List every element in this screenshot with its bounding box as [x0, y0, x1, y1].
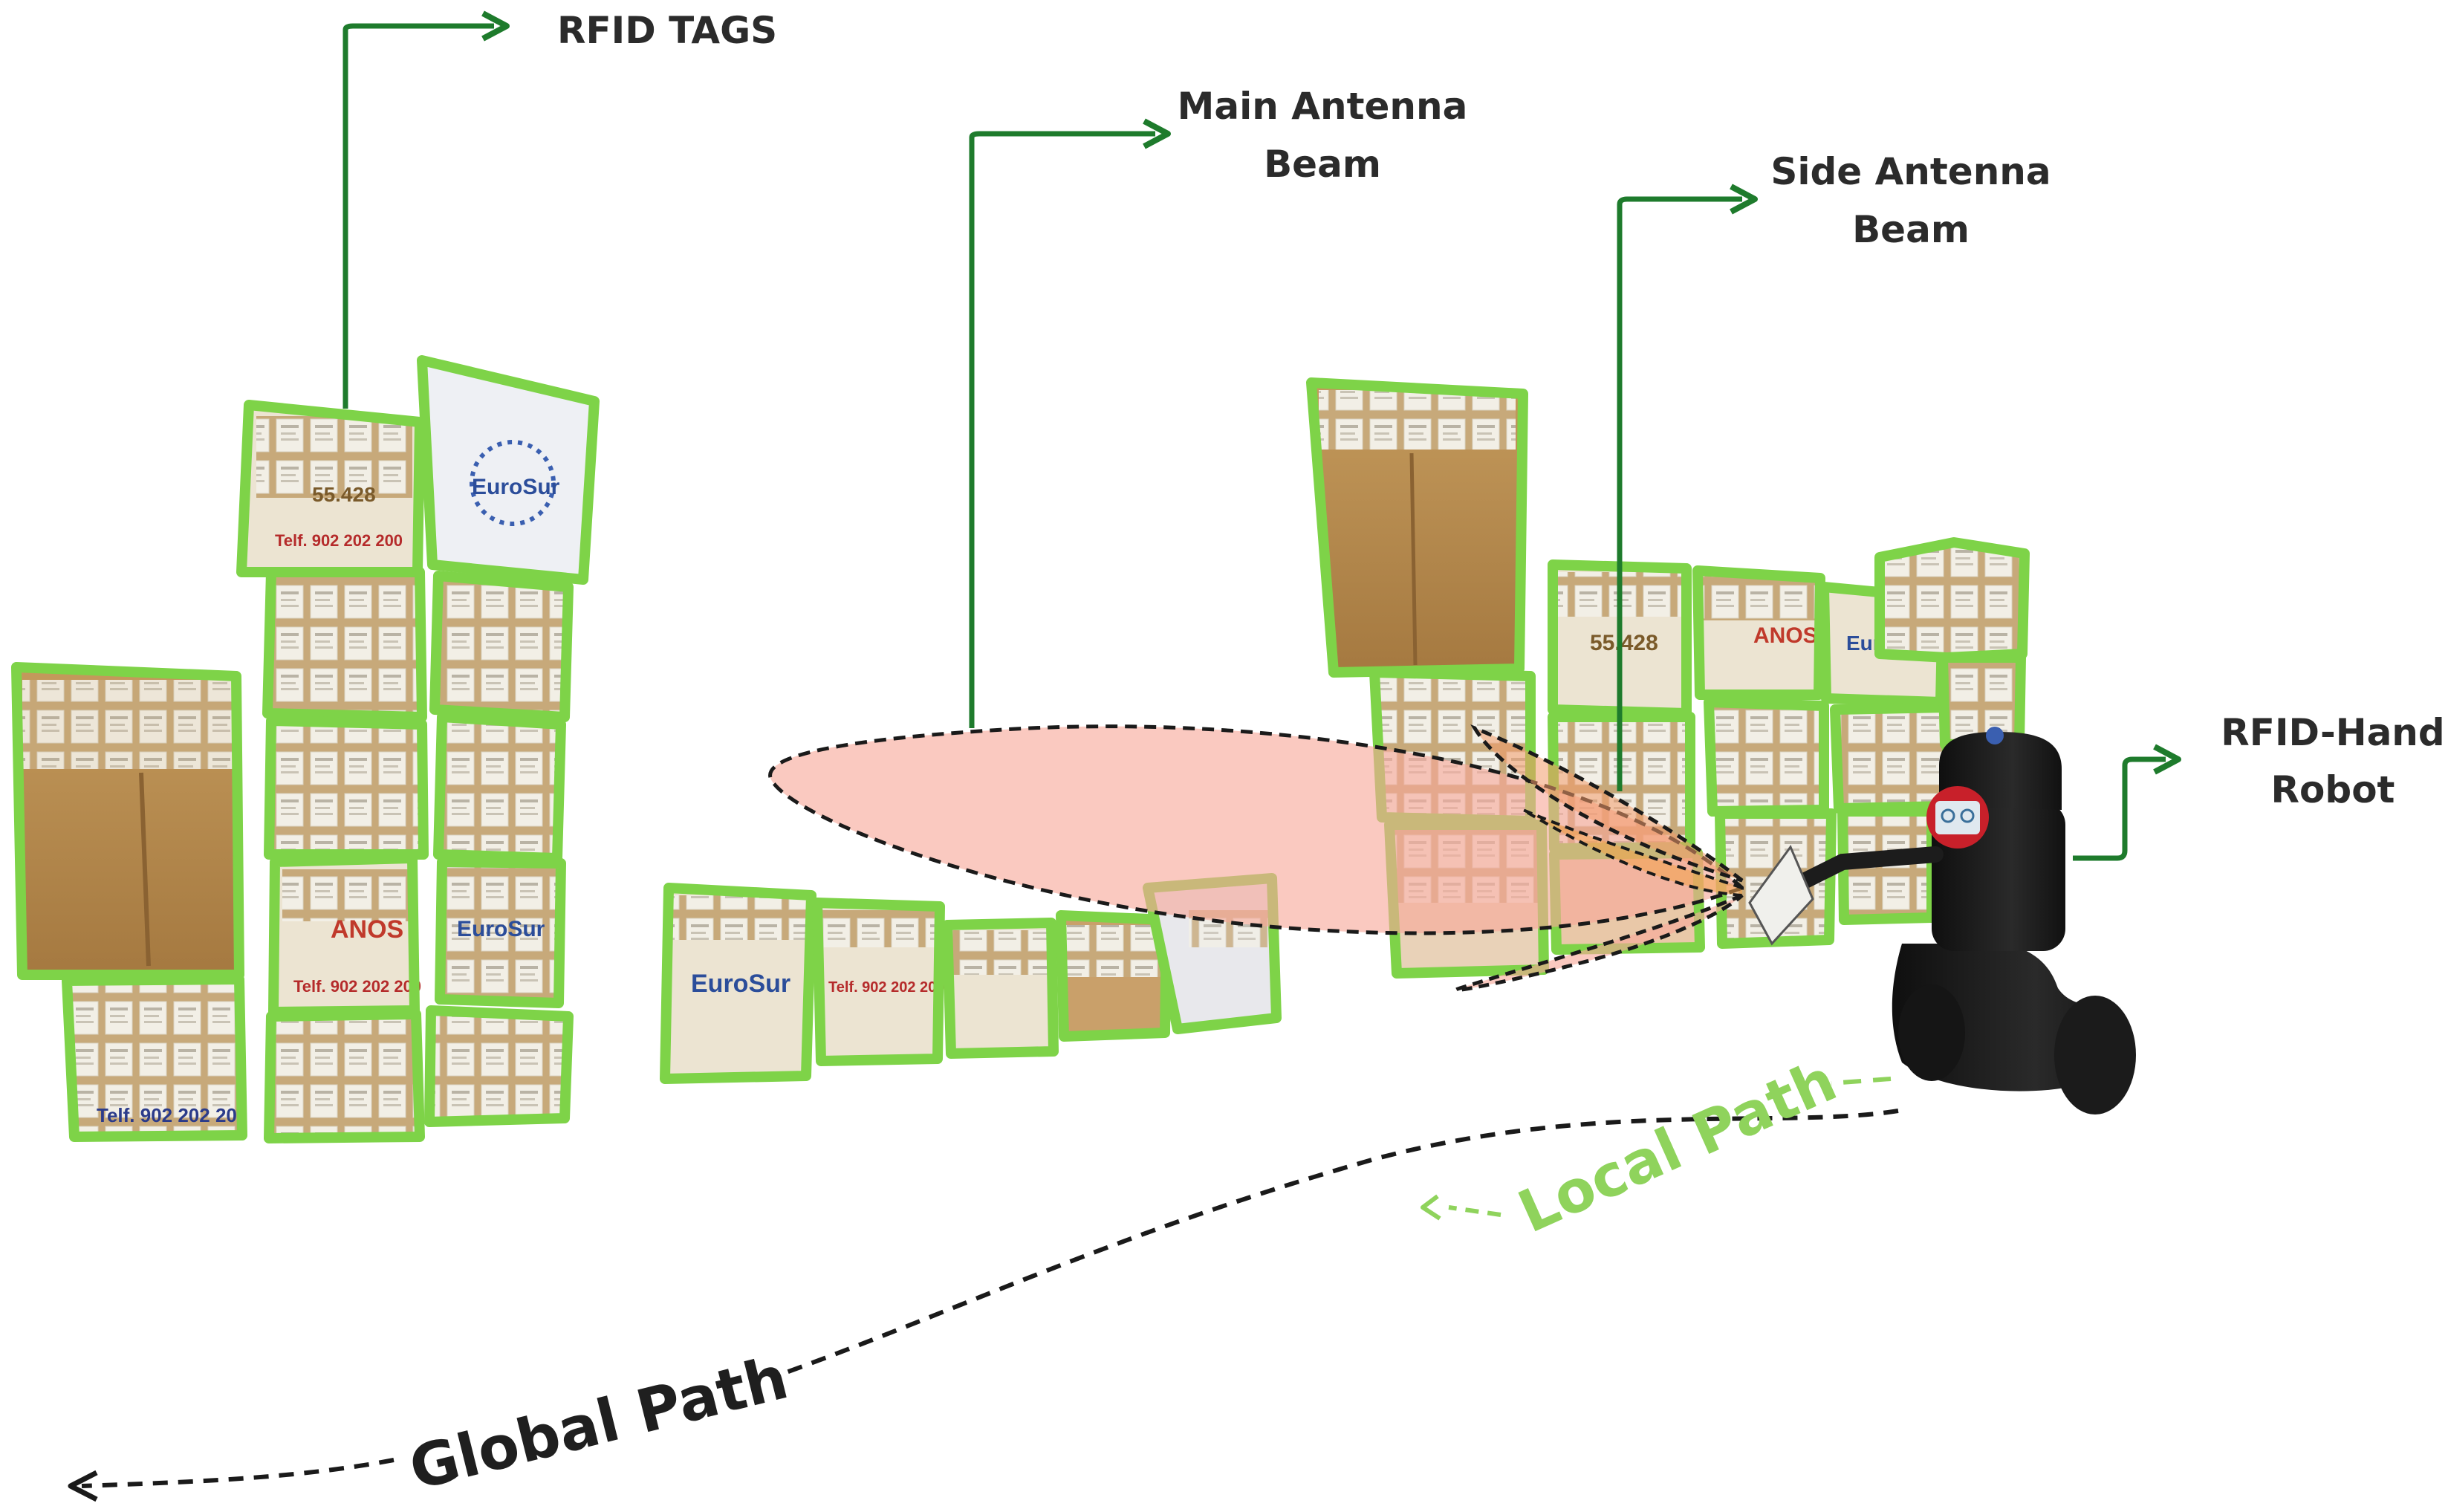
hand-antenna-panel [1748, 844, 1814, 946]
global-path-line-end [81, 1458, 395, 1488]
left-box-stack: Telf. 902 202 200 55.428 Telf. 902 202 2… [11, 355, 600, 1143]
robot-label-line2: Robot [2271, 768, 2395, 811]
box-phone-text: Telf. 902 202 200 [293, 977, 421, 996]
side-antenna-label-line2: Beam [1852, 208, 1970, 251]
rfid-tags-arrow [342, 23, 494, 409]
box-phone-text: Telf. 902 202 200 [275, 531, 403, 550]
box-number-text: 55.428 [1590, 631, 1658, 655]
robot-label-line1: RFID-Hand [2221, 711, 2444, 754]
middle-box-row: EuroSur Telf. 902 202 200 [660, 873, 1282, 1084]
local-path-line [1831, 1077, 1892, 1086]
box-brand-text: EuroSur [472, 475, 560, 499]
box-brand-text: EuroSur [691, 970, 790, 998]
local-path-line-end [1448, 1205, 1501, 1217]
box-phone-text: Telf. 902 202 200 [828, 979, 944, 996]
side-antenna-arrow [1617, 196, 1742, 791]
box-number-text: 55.428 [312, 483, 376, 506]
rfid-tags-label: RFID TAGS [557, 9, 777, 52]
local-path-label: Local Path [1509, 1047, 1846, 1246]
global-path-arrowhead [68, 1470, 98, 1502]
robot-arrow [2073, 756, 2166, 861]
callout-arrows [342, 10, 2181, 861]
global-path-line [779, 1109, 1899, 1377]
local-path-arrowhead [1421, 1194, 1441, 1221]
main-antenna-arrow [969, 131, 1155, 728]
box-phone-text: Telf. 902 202 200 [97, 1104, 247, 1126]
rfid-hand-robot [1748, 727, 2136, 1114]
labels: RFID TAGS Main Antenna Beam Side Antenna… [557, 9, 2445, 811]
main-antenna-beam [768, 724, 1746, 935]
global-path-label: Global Path [403, 1343, 794, 1503]
box-brand-text: EuroSur [457, 917, 545, 941]
side-antenna-beam-lower [1454, 893, 1744, 993]
box-brand-text: ANOS [331, 915, 403, 944]
main-antenna-label-line2: Beam [1264, 143, 1381, 186]
side-antenna-label-line1: Side Antenna [1770, 150, 2051, 193]
box-brand-text: ANOS [1753, 623, 1818, 648]
antenna-beams [768, 724, 1746, 993]
main-antenna-label-line1: Main Antenna [1178, 85, 1468, 128]
side-antenna-beam-upper [1470, 724, 1744, 883]
